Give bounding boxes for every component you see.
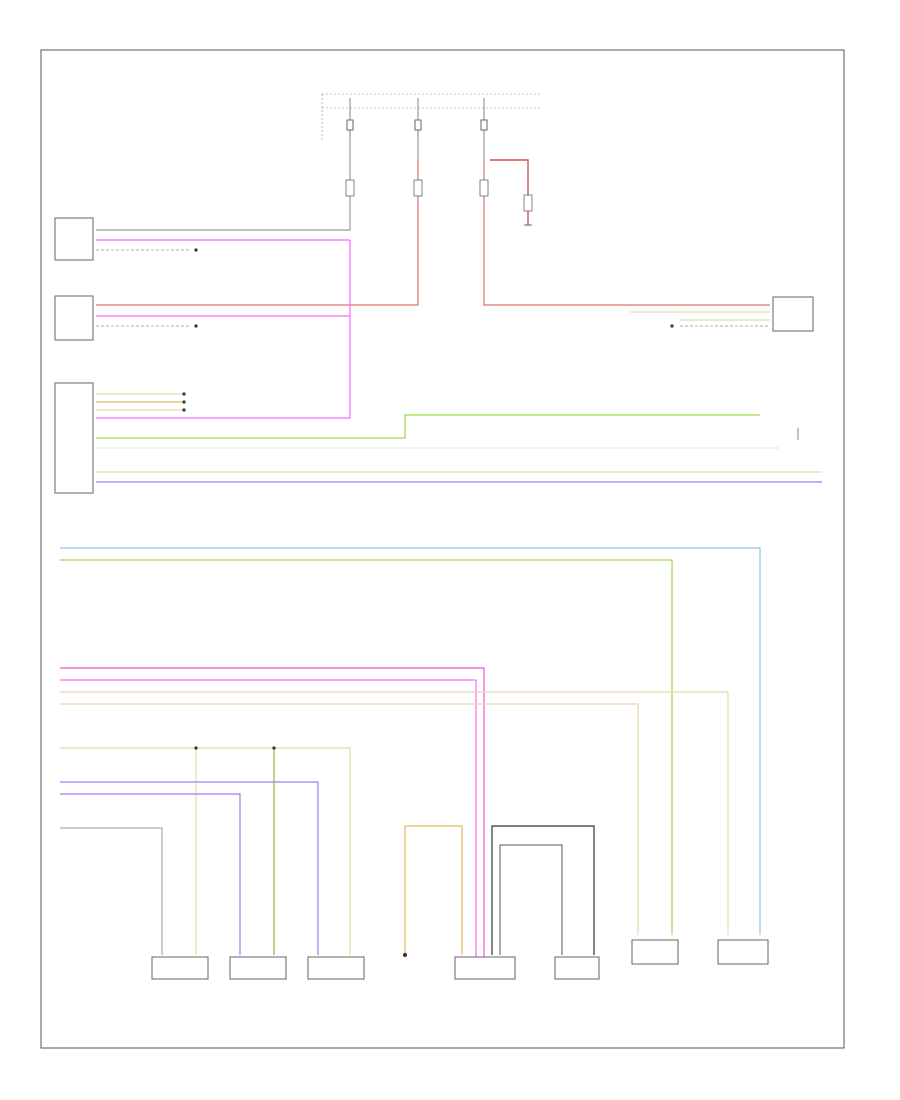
control-module-wires bbox=[96, 392, 822, 483]
actuator-1-box bbox=[151, 956, 209, 980]
sensor-4-box bbox=[554, 956, 600, 980]
sensor-b-box bbox=[54, 295, 94, 341]
ground-point bbox=[403, 953, 407, 957]
fuse-block bbox=[321, 93, 540, 160]
actuator-3-box bbox=[307, 956, 365, 980]
lower-bus-lines bbox=[60, 547, 761, 960]
actuator-feed-lines bbox=[60, 746, 351, 955]
sensor-a-box bbox=[54, 217, 94, 261]
diagram-frame bbox=[40, 49, 845, 1049]
module-center-box bbox=[454, 956, 516, 980]
fuse-output-wires bbox=[96, 159, 770, 306]
pink-bus bbox=[96, 240, 351, 419]
center-module-feeds bbox=[404, 825, 595, 955]
actuator-2-box bbox=[229, 956, 287, 980]
sensor-b-wires bbox=[96, 315, 350, 328]
sensor-a-wires bbox=[96, 239, 350, 252]
sensor-right bbox=[630, 296, 814, 440]
sensor-6-box bbox=[717, 939, 769, 965]
sensor-5-box bbox=[631, 939, 679, 965]
control-module-box bbox=[54, 382, 94, 494]
